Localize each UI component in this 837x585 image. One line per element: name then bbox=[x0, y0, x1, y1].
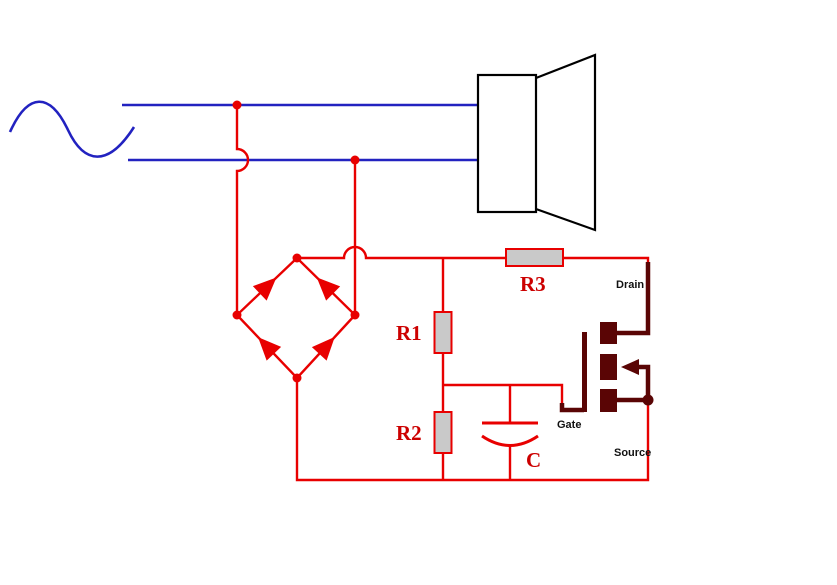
mosfet-drain-segment bbox=[600, 322, 617, 344]
speaker-horn bbox=[535, 53, 597, 232]
label-r2: R2 bbox=[396, 421, 422, 445]
label-r1: R1 bbox=[396, 321, 422, 345]
bridge-outline bbox=[235, 256, 357, 380]
wire-dc-negative-rail bbox=[295, 378, 650, 482]
label-c: C bbox=[526, 448, 541, 472]
junction-dot bbox=[292, 373, 302, 383]
mosfet-gate-lead bbox=[559, 403, 584, 413]
diode-icon bbox=[316, 277, 341, 301]
ac-source-icon bbox=[8, 100, 136, 158]
mosfet-icon bbox=[559, 262, 654, 413]
capacitor-icon bbox=[481, 385, 539, 480]
label-r3: R3 bbox=[520, 272, 546, 296]
wire-ac-tap-left bbox=[235, 105, 250, 315]
sine-wave-icon bbox=[8, 100, 136, 158]
capacitor-plate-bottom bbox=[481, 434, 539, 447]
bridge-rectifier-icon bbox=[235, 256, 357, 380]
junction-dot bbox=[232, 100, 242, 110]
speaker-icon bbox=[476, 53, 597, 232]
wire-gate bbox=[443, 383, 564, 405]
speaker-body bbox=[476, 73, 538, 214]
mosfet-body-lead bbox=[639, 364, 651, 400]
label-gate: Gate bbox=[557, 419, 581, 431]
resistor-r1-body bbox=[433, 311, 453, 354]
mosfet-body-segment bbox=[600, 354, 617, 380]
junction-dot bbox=[292, 253, 302, 263]
mosfet-source-node-dot bbox=[642, 394, 654, 406]
diode-icon bbox=[258, 337, 282, 361]
label-drain: Drain bbox=[616, 279, 644, 291]
label-source: Source bbox=[614, 447, 651, 459]
junction-dot bbox=[350, 310, 360, 320]
resistor-r2-body bbox=[433, 411, 453, 454]
mosfet-arrow-icon bbox=[621, 359, 639, 375]
diode-icon bbox=[252, 277, 277, 301]
diode-icon bbox=[311, 336, 335, 361]
junction-dot bbox=[232, 310, 242, 320]
mosfet-drain-lead bbox=[617, 262, 651, 336]
wire-dc-positive-rail bbox=[297, 245, 650, 268]
resistor-r3-body bbox=[505, 248, 564, 267]
mosfet-gate-bar bbox=[582, 332, 587, 412]
junction-dot bbox=[350, 155, 360, 165]
mosfet-source-segment bbox=[600, 389, 617, 412]
